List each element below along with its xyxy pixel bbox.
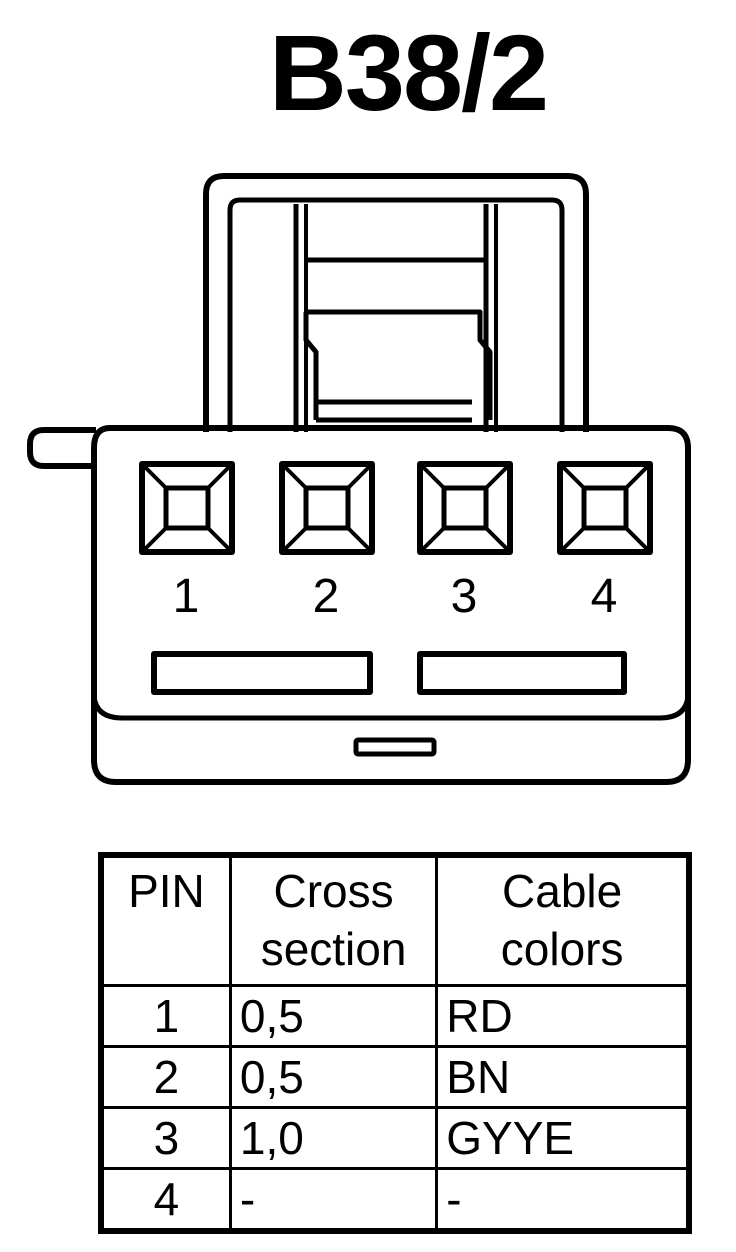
pin-number-3: 3 — [451, 570, 478, 623]
table-row: 1 0,5 RD — [99, 984, 691, 1048]
header-cross-section-line2: section — [260, 923, 407, 975]
cell-cable-color: - — [435, 1167, 691, 1233]
cell-pin: 3 — [99, 1106, 232, 1170]
table-row: 3 1,0 GYYE — [99, 1106, 691, 1170]
header-cable-colors-line1: Cable — [502, 865, 623, 917]
connector-slot-right — [417, 651, 627, 695]
cell-cross-section: 1,0 — [228, 1106, 439, 1170]
cell-cable-color: GYYE — [435, 1106, 691, 1170]
cell-cross-section: 0,5 — [228, 984, 439, 1048]
table-row: 4 - - — [99, 1167, 691, 1233]
pin-cavity-3 — [417, 461, 513, 555]
table-header-row: PIN Cross section Cable colors — [99, 853, 691, 987]
cell-cable-color: RD — [435, 984, 691, 1048]
pin-number-1: 1 — [173, 570, 200, 623]
cell-cross-section: 0,5 — [228, 1045, 439, 1109]
connector-slot-left — [151, 651, 373, 695]
diagram-title: B38/2 — [268, 12, 549, 133]
connector-housing — [91, 425, 691, 785]
cell-cable-color: BN — [435, 1045, 691, 1109]
pin-cavity-2 — [279, 461, 375, 555]
header-cross-section-line1: Cross — [273, 865, 394, 917]
pin-number-2: 2 — [313, 570, 340, 623]
header-pin: PIN — [99, 853, 232, 987]
connector-side-tab — [27, 427, 96, 469]
table-row: 2 0,5 BN — [99, 1045, 691, 1109]
pin-cavity-1 — [139, 461, 235, 555]
pin-cavity-4 — [557, 461, 653, 555]
cell-pin: 4 — [99, 1167, 232, 1233]
connector-drawing: 1 2 3 4 — [27, 173, 691, 785]
cell-pin: 1 — [99, 984, 232, 1048]
header-cable-colors: Cable colors — [435, 853, 691, 987]
pin-number-4: 4 — [591, 570, 618, 623]
pin-assignment-table: PIN Cross section Cable colors 1 0,5 RD … — [98, 852, 692, 1234]
header-cross-section: Cross section — [228, 853, 439, 987]
cell-cross-section: - — [228, 1167, 439, 1233]
header-cable-colors-line2: colors — [500, 923, 624, 975]
cell-pin: 2 — [99, 1045, 232, 1109]
connector-latch — [203, 173, 589, 432]
